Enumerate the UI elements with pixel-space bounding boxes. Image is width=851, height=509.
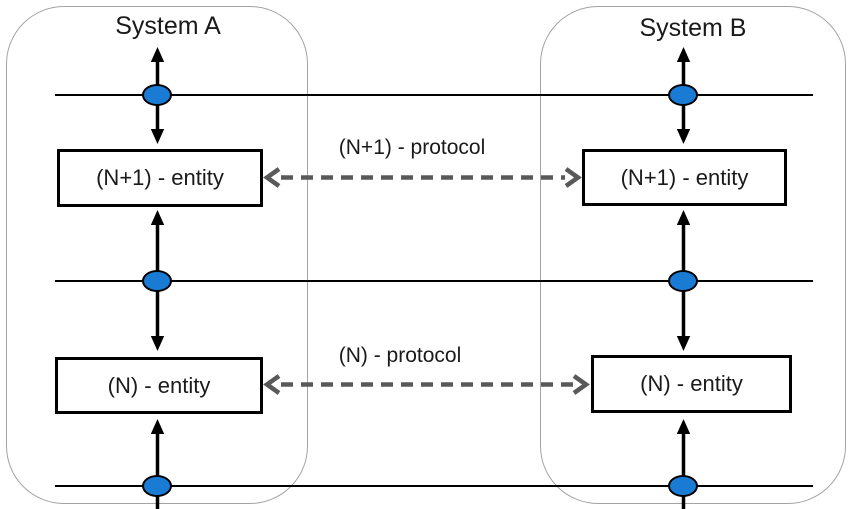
sap-icon: [668, 84, 698, 106]
entity-box-a-n-plus-1: (N+1) - entity: [57, 149, 263, 207]
sap-icon: [142, 270, 172, 292]
service-boundary-line-lower: [55, 485, 813, 487]
system-a-title: System A: [115, 12, 221, 40]
service-boundary-line-middle: [55, 280, 813, 282]
sap-icon: [668, 475, 698, 497]
sap-icon: [668, 270, 698, 292]
entity-box-b-n: (N) - entity: [591, 355, 792, 413]
protocol-label-n: (N) - protocol: [338, 344, 462, 367]
protocol-label-n-plus-1: (N+1) - protocol: [338, 136, 486, 159]
service-boundary-line-upper: [55, 94, 813, 96]
entity-box-a-n: (N) - entity: [55, 357, 263, 414]
system-b-container: [540, 6, 846, 504]
system-b-title: System B: [639, 14, 747, 42]
dashed-double-arrow-icon: [263, 167, 582, 188]
entity-label: (N+1) - entity: [620, 164, 749, 190]
entity-label: (N) - entity: [107, 372, 211, 398]
entity-box-b-n-plus-1: (N+1) - entity: [582, 149, 787, 206]
dashed-double-arrow-icon: [263, 374, 590, 395]
entity-label: (N) - entity: [640, 371, 743, 396]
entity-label: (N+1) - entity: [96, 165, 224, 190]
sap-icon: [142, 475, 172, 497]
sap-icon: [142, 84, 172, 106]
vertical-double-arrow-icon: [676, 47, 691, 509]
